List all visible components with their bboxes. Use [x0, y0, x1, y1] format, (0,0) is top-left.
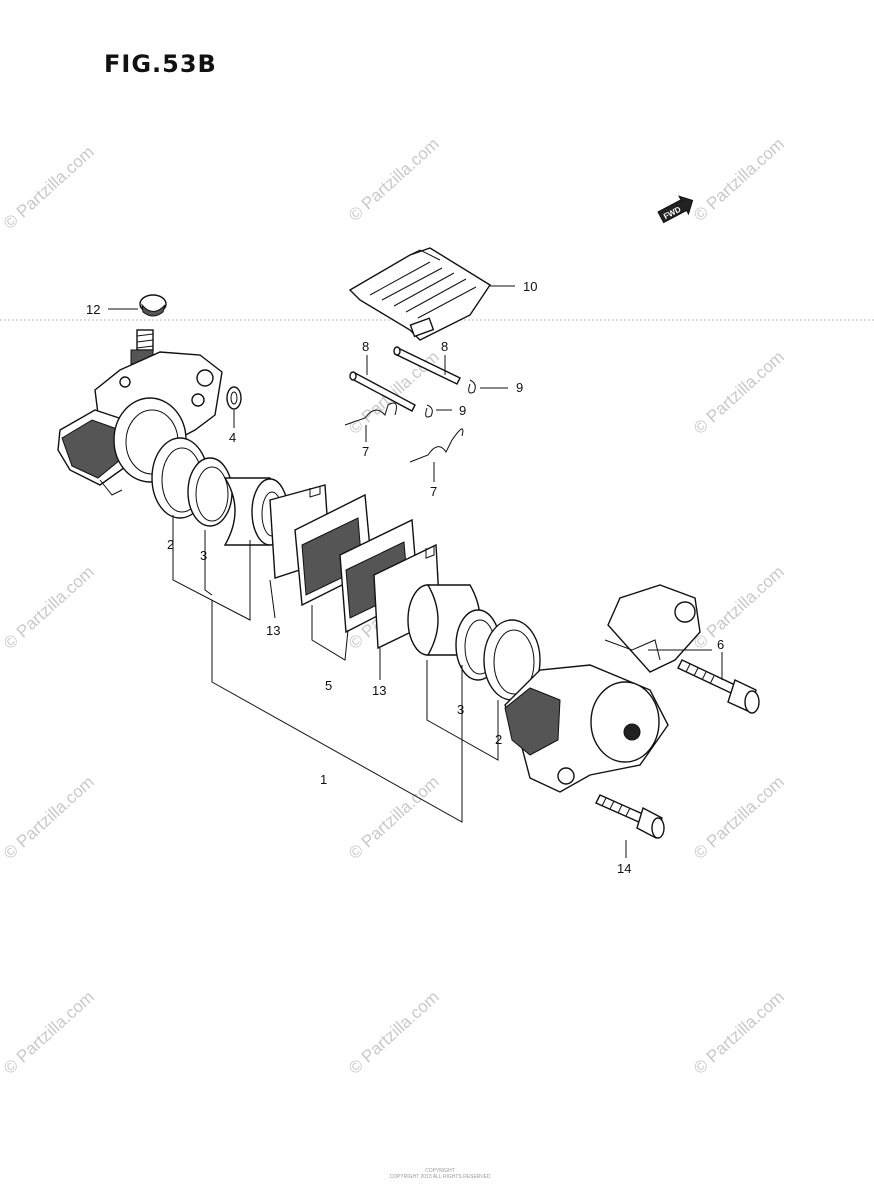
- right-piston-seals: [455, 609, 541, 701]
- watermark: © Partzilla.com: [345, 347, 443, 438]
- callout-2: 2: [495, 732, 502, 747]
- callout-labels: 10 12 8 8 9 9 4 7 7 2 3 13 5 13 6 3 2 1 …: [86, 279, 724, 876]
- footer-copyright: COPYRIGHT COPYRIGHT 2013 ALL RIGHTS RESE…: [380, 1168, 500, 1180]
- callout-13: 13: [372, 683, 386, 698]
- callout-2: 2: [167, 537, 174, 552]
- bracket-bolt-14: [595, 794, 665, 840]
- washer: [226, 386, 242, 410]
- watermark: © Partzilla.com: [0, 562, 98, 653]
- callout-5: 5: [325, 678, 332, 693]
- callout-13: 13: [266, 623, 280, 638]
- watermark: © Partzilla.com: [0, 772, 98, 863]
- callout-4: 4: [229, 430, 236, 445]
- watermark: © Partzilla.com: [690, 347, 788, 438]
- callout-7: 7: [362, 444, 369, 459]
- bleeder-cap: [139, 294, 167, 317]
- callout-3: 3: [457, 702, 464, 717]
- watermark: © Partzilla.com: [690, 772, 788, 863]
- watermark: © Partzilla.com: [690, 134, 788, 225]
- watermark: © Partzilla.com: [345, 772, 443, 863]
- callout-12: 12: [86, 302, 100, 317]
- callout-7: 7: [430, 484, 437, 499]
- callout-8: 8: [441, 339, 448, 354]
- callout-14: 14: [617, 861, 631, 876]
- watermark: © Partzilla.com: [690, 562, 788, 653]
- right-caliper-housing: [504, 584, 701, 793]
- left-piston-seals: [151, 437, 233, 527]
- callout-9: 9: [516, 380, 523, 395]
- callout-6: 6: [717, 637, 724, 652]
- watermark: © Partzilla.com: [0, 987, 98, 1078]
- footer-line: COPYRIGHT 2013 ALL RIGHTS RESERVED: [389, 1174, 491, 1180]
- leader-lines: [108, 285, 723, 858]
- watermark: © Partzilla.com: [690, 987, 788, 1078]
- watermark: © Partzilla.com: [345, 134, 443, 225]
- footer-line: COPYRIGHT: [425, 1168, 455, 1174]
- watermark: © Partzilla.com: [345, 987, 443, 1078]
- pad-springs: [344, 402, 464, 463]
- callout-9: 9: [459, 403, 466, 418]
- pin-clips: [425, 379, 476, 418]
- pad-spring-cover: [348, 247, 491, 341]
- callout-10: 10: [523, 279, 537, 294]
- caliper-bolt-6: [677, 659, 760, 714]
- figure-title: FIG.53B: [104, 50, 217, 78]
- pad-pins: [349, 346, 461, 412]
- callout-3: 3: [200, 548, 207, 563]
- callout-1: 1: [320, 772, 327, 787]
- left-caliper-housing: [57, 351, 223, 496]
- callout-8: 8: [362, 339, 369, 354]
- watermark: © Partzilla.com: [0, 142, 98, 233]
- right-piston: [407, 584, 481, 656]
